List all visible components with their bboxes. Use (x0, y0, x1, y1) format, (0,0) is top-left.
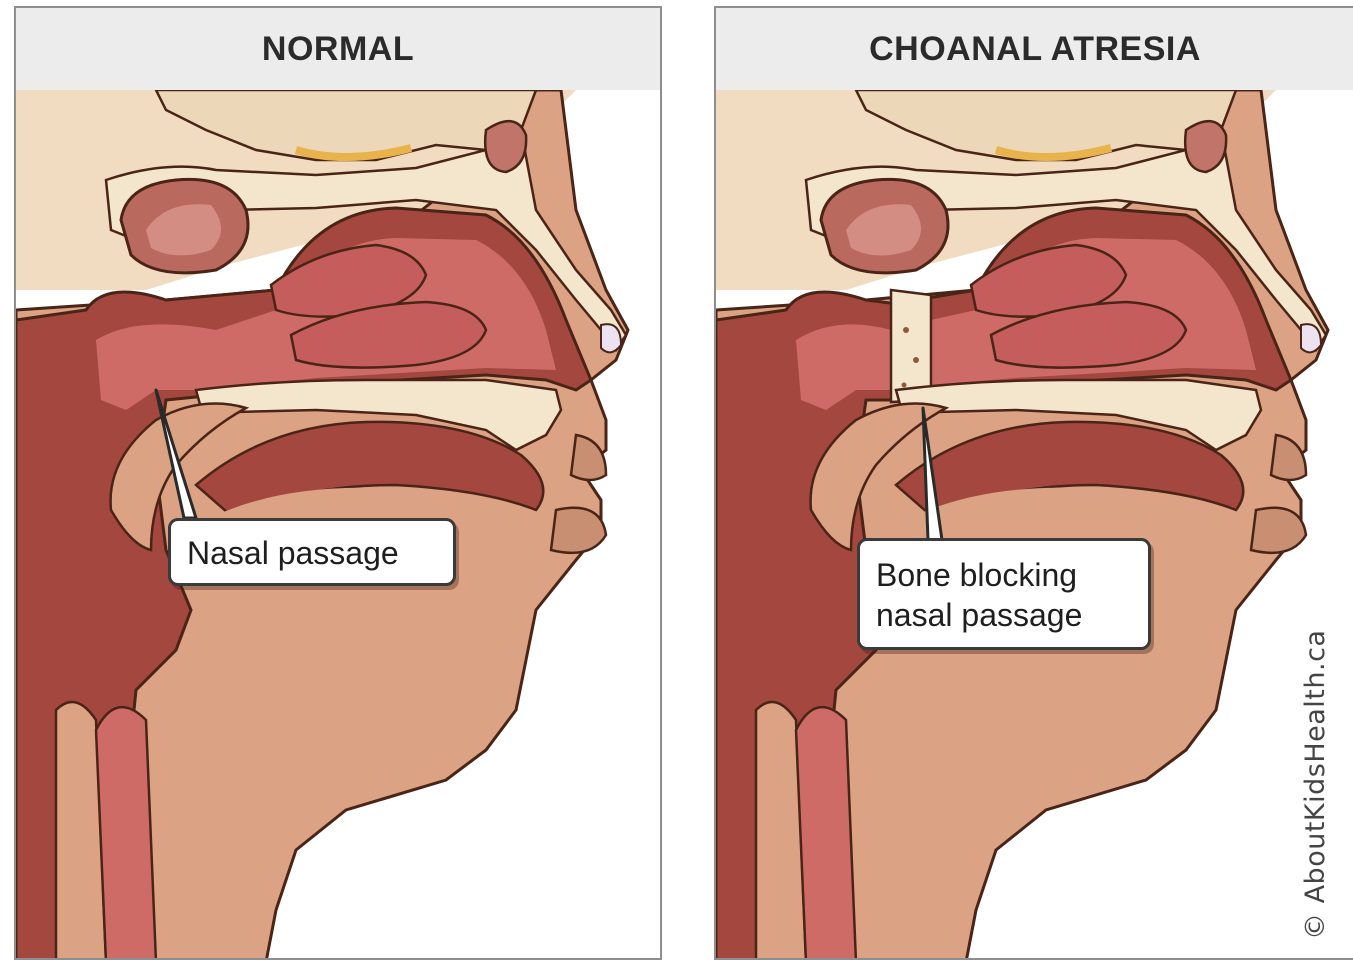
frontal-sinus (1185, 121, 1226, 172)
frontal-sinus (485, 121, 526, 172)
panel-header: CHOANAL ATRESIA (716, 8, 1353, 90)
bone-speck (902, 383, 907, 388)
nostril (1301, 324, 1321, 352)
esophagus (796, 707, 856, 960)
bone-speck (903, 327, 909, 333)
bone-speck (913, 357, 919, 363)
lower-lip (551, 508, 606, 553)
esophagus (96, 707, 156, 960)
callout-nasal-passage: Nasal passage (168, 518, 456, 586)
choanal-atresia-anatomy-illustration (716, 90, 1353, 960)
copyright-credit: © AboutKidsHealth.ca (1300, 630, 1331, 940)
panel-title-normal: NORMAL (262, 30, 414, 69)
nostril (601, 324, 621, 352)
panel-normal: NORMAL (14, 6, 662, 960)
atretic-bone-plate (891, 290, 931, 402)
callout-text-line2: nasal passage (876, 595, 1132, 635)
lower-lip (1251, 508, 1306, 553)
callout-bone-blocking: Bone blocking nasal passage (857, 538, 1151, 650)
panel-header: NORMAL (16, 8, 660, 90)
callout-text: Nasal passage (187, 535, 399, 571)
callout-text-line1: Bone blocking (876, 555, 1132, 595)
panel-title-choanal-atresia: CHOANAL ATRESIA (869, 30, 1201, 69)
panel-choanal-atresia: CHOANAL ATRESIA Bon (714, 6, 1353, 960)
